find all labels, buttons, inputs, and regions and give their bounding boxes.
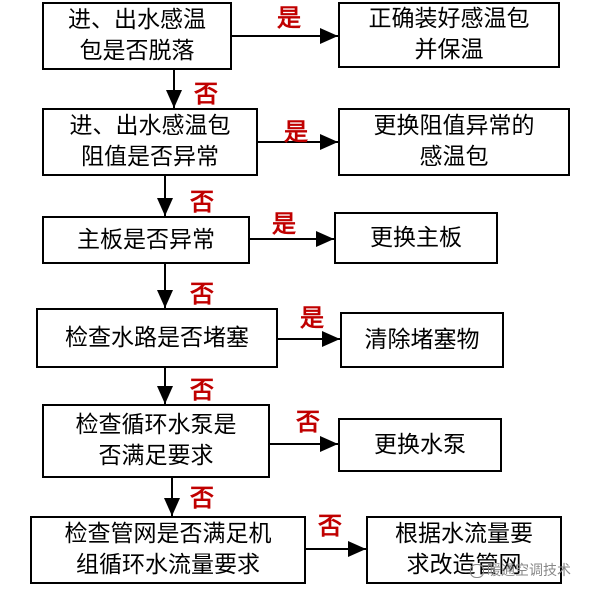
check-box-water-path: 检查水路是否堵塞 (36, 308, 278, 368)
check-box-sensor-resistance: 进、出水感温包阻值是否异常 (42, 108, 258, 176)
watermark-icon (470, 564, 484, 578)
check-box-pipe-network: 检查管网是否满足机组循环水流量要求 (30, 516, 306, 584)
down-label-3: 否 (190, 280, 214, 308)
down-label-2: 否 (190, 188, 214, 216)
action-box-clear-blockage: 清除堵塞物 (340, 312, 504, 368)
down-label-1: 否 (194, 80, 218, 108)
branch-label-2: 是 (284, 118, 308, 146)
check-box-pump: 检查循环水泵是否满足要求 (42, 404, 270, 478)
action-box-reinstall-sensor: 正确装好感温包并保温 (338, 2, 560, 68)
check-box-sensor-detached: 进、出水感温包是否脱落 (42, 2, 232, 70)
branch-label-4: 是 (300, 304, 324, 332)
branch-label-5: 否 (296, 408, 320, 436)
check-box-mainboard: 主板是否异常 (42, 216, 250, 264)
action-box-replace-pump: 更换水泵 (338, 418, 502, 472)
watermark-text: 暖通空调技术 (487, 563, 571, 579)
down-label-5: 否 (190, 484, 214, 512)
branch-label-3: 是 (272, 210, 296, 238)
action-box-modify-pipe-network: 根据水流量要求改造管网 (366, 516, 562, 584)
watermark: 暖通空调技术 (470, 560, 571, 580)
action-box-replace-mainboard: 更换主板 (334, 212, 498, 264)
down-label-4: 否 (190, 376, 214, 404)
branch-label-1: 是 (277, 4, 301, 32)
action-box-replace-sensor: 更换阻值异常的感温包 (338, 108, 570, 176)
branch-label-6: 否 (318, 512, 342, 540)
